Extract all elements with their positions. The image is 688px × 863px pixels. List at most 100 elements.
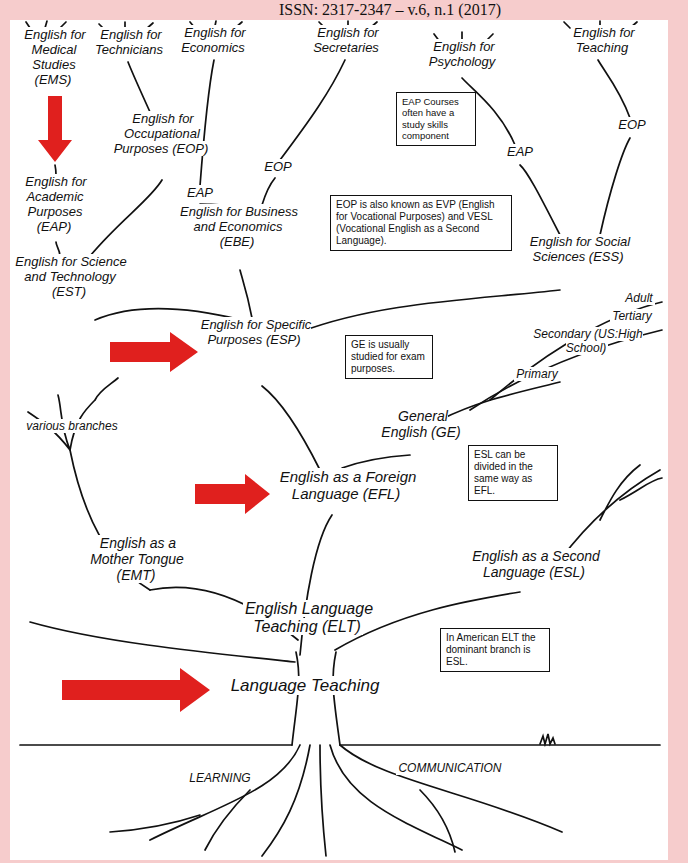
branch-label-box: Language Teaching bbox=[212, 676, 398, 696]
branch-label: English as a Second Language (ESL) bbox=[470, 548, 600, 580]
tree-stroke bbox=[292, 652, 299, 745]
branch-label-box: LEARNING bbox=[172, 772, 268, 786]
branch-label: Adult bbox=[623, 291, 654, 305]
branch-label: LEARNING bbox=[187, 771, 252, 785]
branch-label: English for Occupational Purposes (EOP) bbox=[114, 111, 211, 156]
red-arrow bbox=[110, 332, 198, 372]
branch-label-box: English for Economics bbox=[172, 26, 256, 56]
branch-label-box: General English (GE) bbox=[372, 408, 472, 440]
branch-label: English for Economics bbox=[181, 25, 247, 55]
tree-stroke bbox=[240, 270, 252, 318]
tree-stroke bbox=[490, 302, 662, 400]
branch-label-box: English Language Teaching (ELT) bbox=[228, 600, 388, 637]
tree-stroke bbox=[320, 745, 326, 856]
tree-stroke bbox=[300, 290, 560, 332]
branch-label: various branches bbox=[24, 419, 119, 433]
branch-label-box: Tertiary bbox=[598, 310, 666, 324]
branch-label-box: English for Occupational Purposes (EOP) bbox=[110, 112, 214, 157]
branch-label: English for Science and Technology (EST) bbox=[13, 254, 126, 299]
branch-label-box: Adult bbox=[612, 292, 666, 306]
tree-stroke bbox=[262, 386, 320, 470]
branch-label: English as a Foreign Language (EFL) bbox=[278, 468, 417, 502]
branch-label: English for Specific Purposes (ESP) bbox=[199, 317, 312, 347]
branch-label: English for Business and Economics (EBE) bbox=[178, 204, 298, 249]
header-text: ISSN: 2317-2347 – v.6, n.1 (2017) bbox=[277, 1, 503, 18]
branch-label-box: English for Business and Economics (EBE) bbox=[176, 205, 300, 250]
tree-stroke bbox=[205, 790, 250, 850]
branch-label: English Language Teaching (ELT) bbox=[243, 600, 373, 635]
branch-label-box: COMMUNICATION bbox=[382, 762, 518, 776]
branch-label: English for Academic Purposes (EAP) bbox=[23, 174, 86, 234]
note-box: ESL can be divided in the same way as EF… bbox=[468, 445, 558, 501]
branch-label-box: English for Medical Studies (EMS) bbox=[12, 28, 96, 88]
branch-label: EOP bbox=[616, 117, 647, 132]
branch-label-box: EAP bbox=[498, 145, 542, 160]
tree-stroke bbox=[333, 652, 340, 745]
branch-label-box: Primary bbox=[504, 368, 570, 382]
branch-label: General English (GE) bbox=[381, 408, 462, 440]
branch-label-box: English for Science and Technology (EST) bbox=[12, 255, 128, 300]
branch-label: COMMUNICATION bbox=[396, 761, 503, 775]
red-arrow bbox=[195, 474, 270, 514]
tree-drawing bbox=[20, 21, 662, 856]
branch-label-box: English for Teaching bbox=[548, 26, 658, 56]
branch-label: English for Psychology bbox=[429, 39, 497, 69]
note-text: EOP is also known as EVP (English for Vo… bbox=[336, 199, 506, 247]
note-text: EAP Courses often have a study skills co… bbox=[402, 96, 470, 142]
note-text: In American ELT the dominant branch is E… bbox=[446, 632, 544, 668]
branch-label: Tertiary bbox=[610, 309, 654, 323]
branch-label-box: EOP bbox=[610, 118, 654, 133]
branch-label: EAP bbox=[505, 144, 535, 159]
tree-stroke bbox=[340, 745, 562, 832]
branch-label: English for Social Sciences (ESS) bbox=[528, 234, 630, 264]
tree-stroke bbox=[598, 60, 630, 118]
branch-label-box: English for Psychology bbox=[418, 40, 508, 70]
branch-label-box: English for Specific Purposes (ESP) bbox=[198, 318, 312, 348]
header-line: ISSN: 2317-2347 – v.6, n.1 (2017) bbox=[200, 1, 580, 19]
tree-stroke bbox=[560, 465, 662, 560]
branch-label: EOP bbox=[262, 159, 293, 174]
tree-stroke bbox=[280, 60, 345, 160]
branch-label: Language Teaching bbox=[229, 676, 382, 695]
note-box: EOP is also known as EVP (English for Vo… bbox=[330, 195, 512, 251]
note-box: GE is usually studied for exam purposes. bbox=[345, 335, 433, 379]
tree-stroke bbox=[342, 455, 410, 468]
branch-label-box: Secondary (US:High School) bbox=[522, 328, 652, 356]
note-box: EAP Courses often have a study skills co… bbox=[396, 92, 476, 146]
tree-stroke bbox=[200, 60, 214, 186]
branch-label-box: English for Technicians bbox=[88, 28, 172, 58]
note-box: In American ELT the dominant branch is E… bbox=[440, 628, 550, 672]
branch-label-box: various branches bbox=[18, 420, 126, 434]
red-arrow bbox=[38, 96, 72, 162]
note-text: ESL can be divided in the same way as EF… bbox=[474, 449, 552, 497]
tree-stroke bbox=[600, 138, 630, 235]
branch-label-box: EAP bbox=[178, 186, 222, 201]
tree-stroke bbox=[90, 180, 162, 256]
branch-label: English for Medical Studies (EMS) bbox=[22, 27, 85, 87]
branch-label-box: English as a Second Language (ESL) bbox=[460, 548, 610, 580]
note-text: GE is usually studied for exam purposes. bbox=[351, 339, 427, 375]
tree-stroke bbox=[128, 62, 150, 112]
branch-label-box: EOP bbox=[256, 160, 300, 175]
tree-stroke bbox=[540, 734, 555, 744]
branch-label: English for Teaching bbox=[571, 25, 634, 55]
branch-label: EAP bbox=[185, 185, 215, 200]
red-arrow bbox=[62, 668, 210, 712]
tree-stroke bbox=[262, 178, 275, 205]
branch-label: Primary bbox=[514, 367, 559, 381]
tree-stroke bbox=[262, 745, 310, 856]
tree-stroke bbox=[520, 165, 560, 235]
branch-label-box: English as a Foreign Language (EFL) bbox=[272, 468, 422, 503]
tree-stroke bbox=[28, 378, 118, 450]
tree-stroke bbox=[440, 382, 560, 420]
tree-stroke bbox=[420, 790, 455, 852]
branch-label: English for Secretaries bbox=[313, 25, 381, 55]
branch-label-box: English for Academic Purposes (EAP) bbox=[12, 175, 98, 235]
branch-label-box: English for Social Sciences (ESS) bbox=[518, 235, 640, 265]
branch-label-box: English as a Mother Tongue (EMT) bbox=[78, 535, 196, 583]
branch-label: English as a Mother Tongue (EMT) bbox=[90, 535, 184, 583]
branch-label-box: English for Secretaries bbox=[302, 26, 392, 56]
tree-stroke bbox=[150, 745, 300, 840]
branch-label: English for Technicians bbox=[95, 27, 165, 57]
